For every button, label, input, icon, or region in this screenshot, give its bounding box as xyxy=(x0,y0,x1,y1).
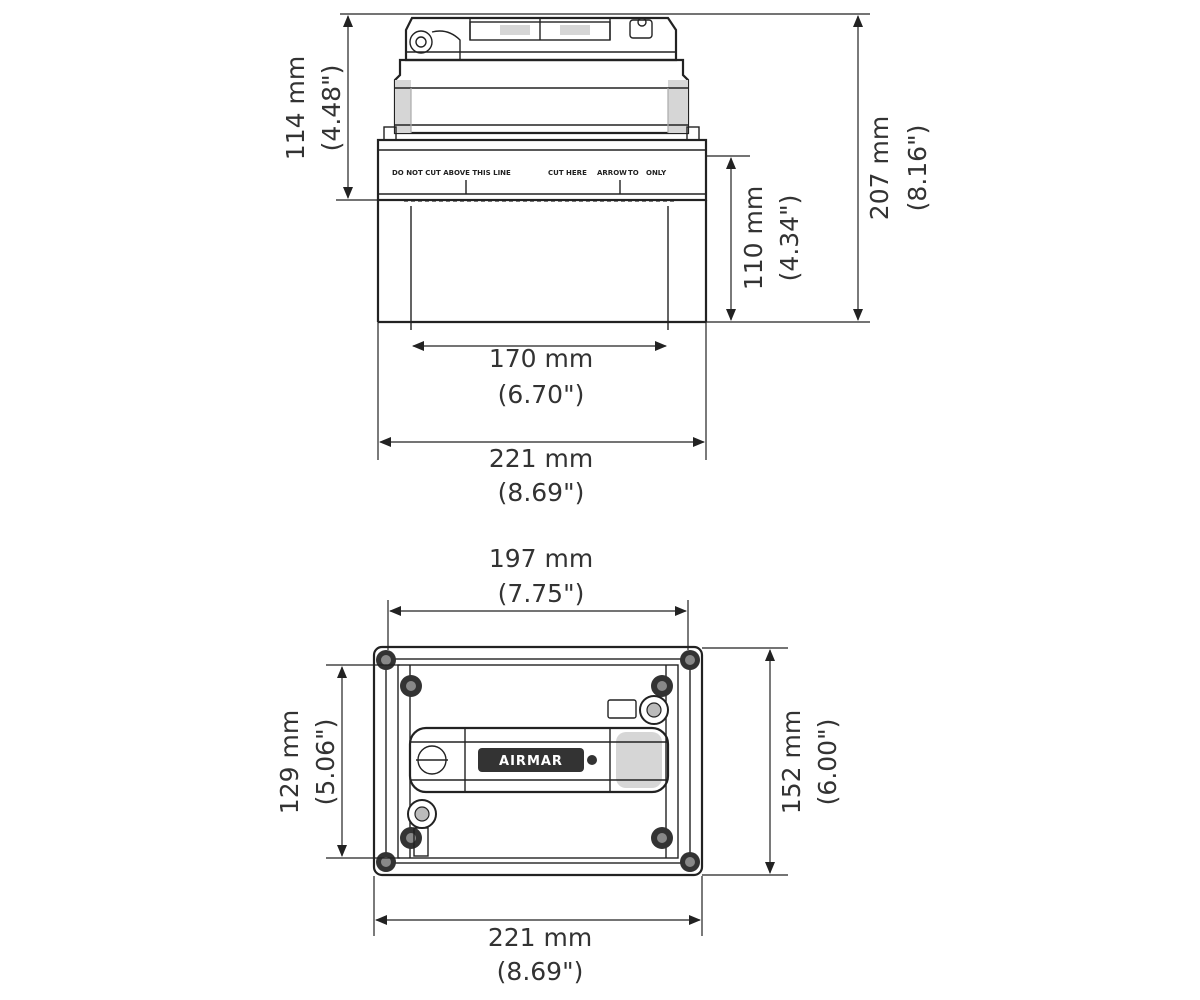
dim-top-inner-height-in: (5.06") xyxy=(311,719,340,806)
bottom-fitting-icon xyxy=(407,799,437,857)
dim-top-outer-width-in: (8.69") xyxy=(497,957,584,986)
inner-bolt-icon xyxy=(651,827,673,849)
brand-logo: AIRMAR xyxy=(499,754,563,769)
tip-label: TO xyxy=(628,169,639,177)
dim-outer-width-mm: 221 mm xyxy=(489,444,593,473)
dim-top-outer-width-mm: 221 mm xyxy=(488,923,592,952)
cw-label: ONLY xyxy=(646,169,667,177)
inner-bolt-icon xyxy=(651,675,673,697)
cut-here-label: CUT HERE xyxy=(548,169,587,177)
side-view-body xyxy=(383,58,700,141)
inner-bolt-icon xyxy=(400,827,422,849)
dim-upper-height-mm: 114 mm xyxy=(281,56,310,160)
dim-top-inner-width-mm: 197 mm xyxy=(489,544,593,573)
inner-bolt-icon xyxy=(400,675,422,697)
dim-total-height-in: (8.16") xyxy=(903,125,932,212)
cable-fitting-icon xyxy=(409,30,433,54)
corner-bolt-icon xyxy=(376,852,396,872)
transducer-housing: AIRMAR xyxy=(408,726,670,794)
dim-top-outer-height-mm: 152 mm xyxy=(777,710,806,814)
top-view-flange xyxy=(372,645,704,877)
side-view-stem xyxy=(376,200,708,330)
dim-inner-width-mm: 170 mm xyxy=(489,344,593,373)
corner-bolt-icon xyxy=(376,650,396,670)
dim-top-inner-width-in: (7.75") xyxy=(498,579,585,608)
corner-bolt-icon xyxy=(680,650,700,670)
dim-lower-height-mm: 110 mm xyxy=(739,186,768,290)
corner-bolt-icon xyxy=(680,852,700,872)
top-view: AIRMAR 197 mm (7.75") 129 mm (5.06") 152… xyxy=(275,544,842,986)
dim-inner-width-in: (6.70") xyxy=(498,380,585,409)
dim-lower-height-in: (4.34") xyxy=(775,195,804,282)
dim-total-height-mm: 207 mm xyxy=(865,116,894,220)
top-fitting-icon xyxy=(607,695,669,725)
dim-top-outer-height-in: (6.00") xyxy=(813,719,842,806)
side-view-flange: DO NOT CUT ABOVE THIS LINE CUT HERE ARRO… xyxy=(376,138,708,202)
side-view-top-housing xyxy=(404,16,678,62)
side-view: DO NOT CUT ABOVE THIS LINE CUT HERE ARRO… xyxy=(281,13,932,507)
arrow-label: ARROW xyxy=(597,169,627,177)
dim-outer-width-in: (8.69") xyxy=(498,478,585,507)
dim-top-inner-height-mm: 129 mm xyxy=(275,710,304,814)
dim-upper-height-in: (4.48") xyxy=(317,65,346,152)
cut-line-label: DO NOT CUT ABOVE THIS LINE xyxy=(392,169,511,177)
